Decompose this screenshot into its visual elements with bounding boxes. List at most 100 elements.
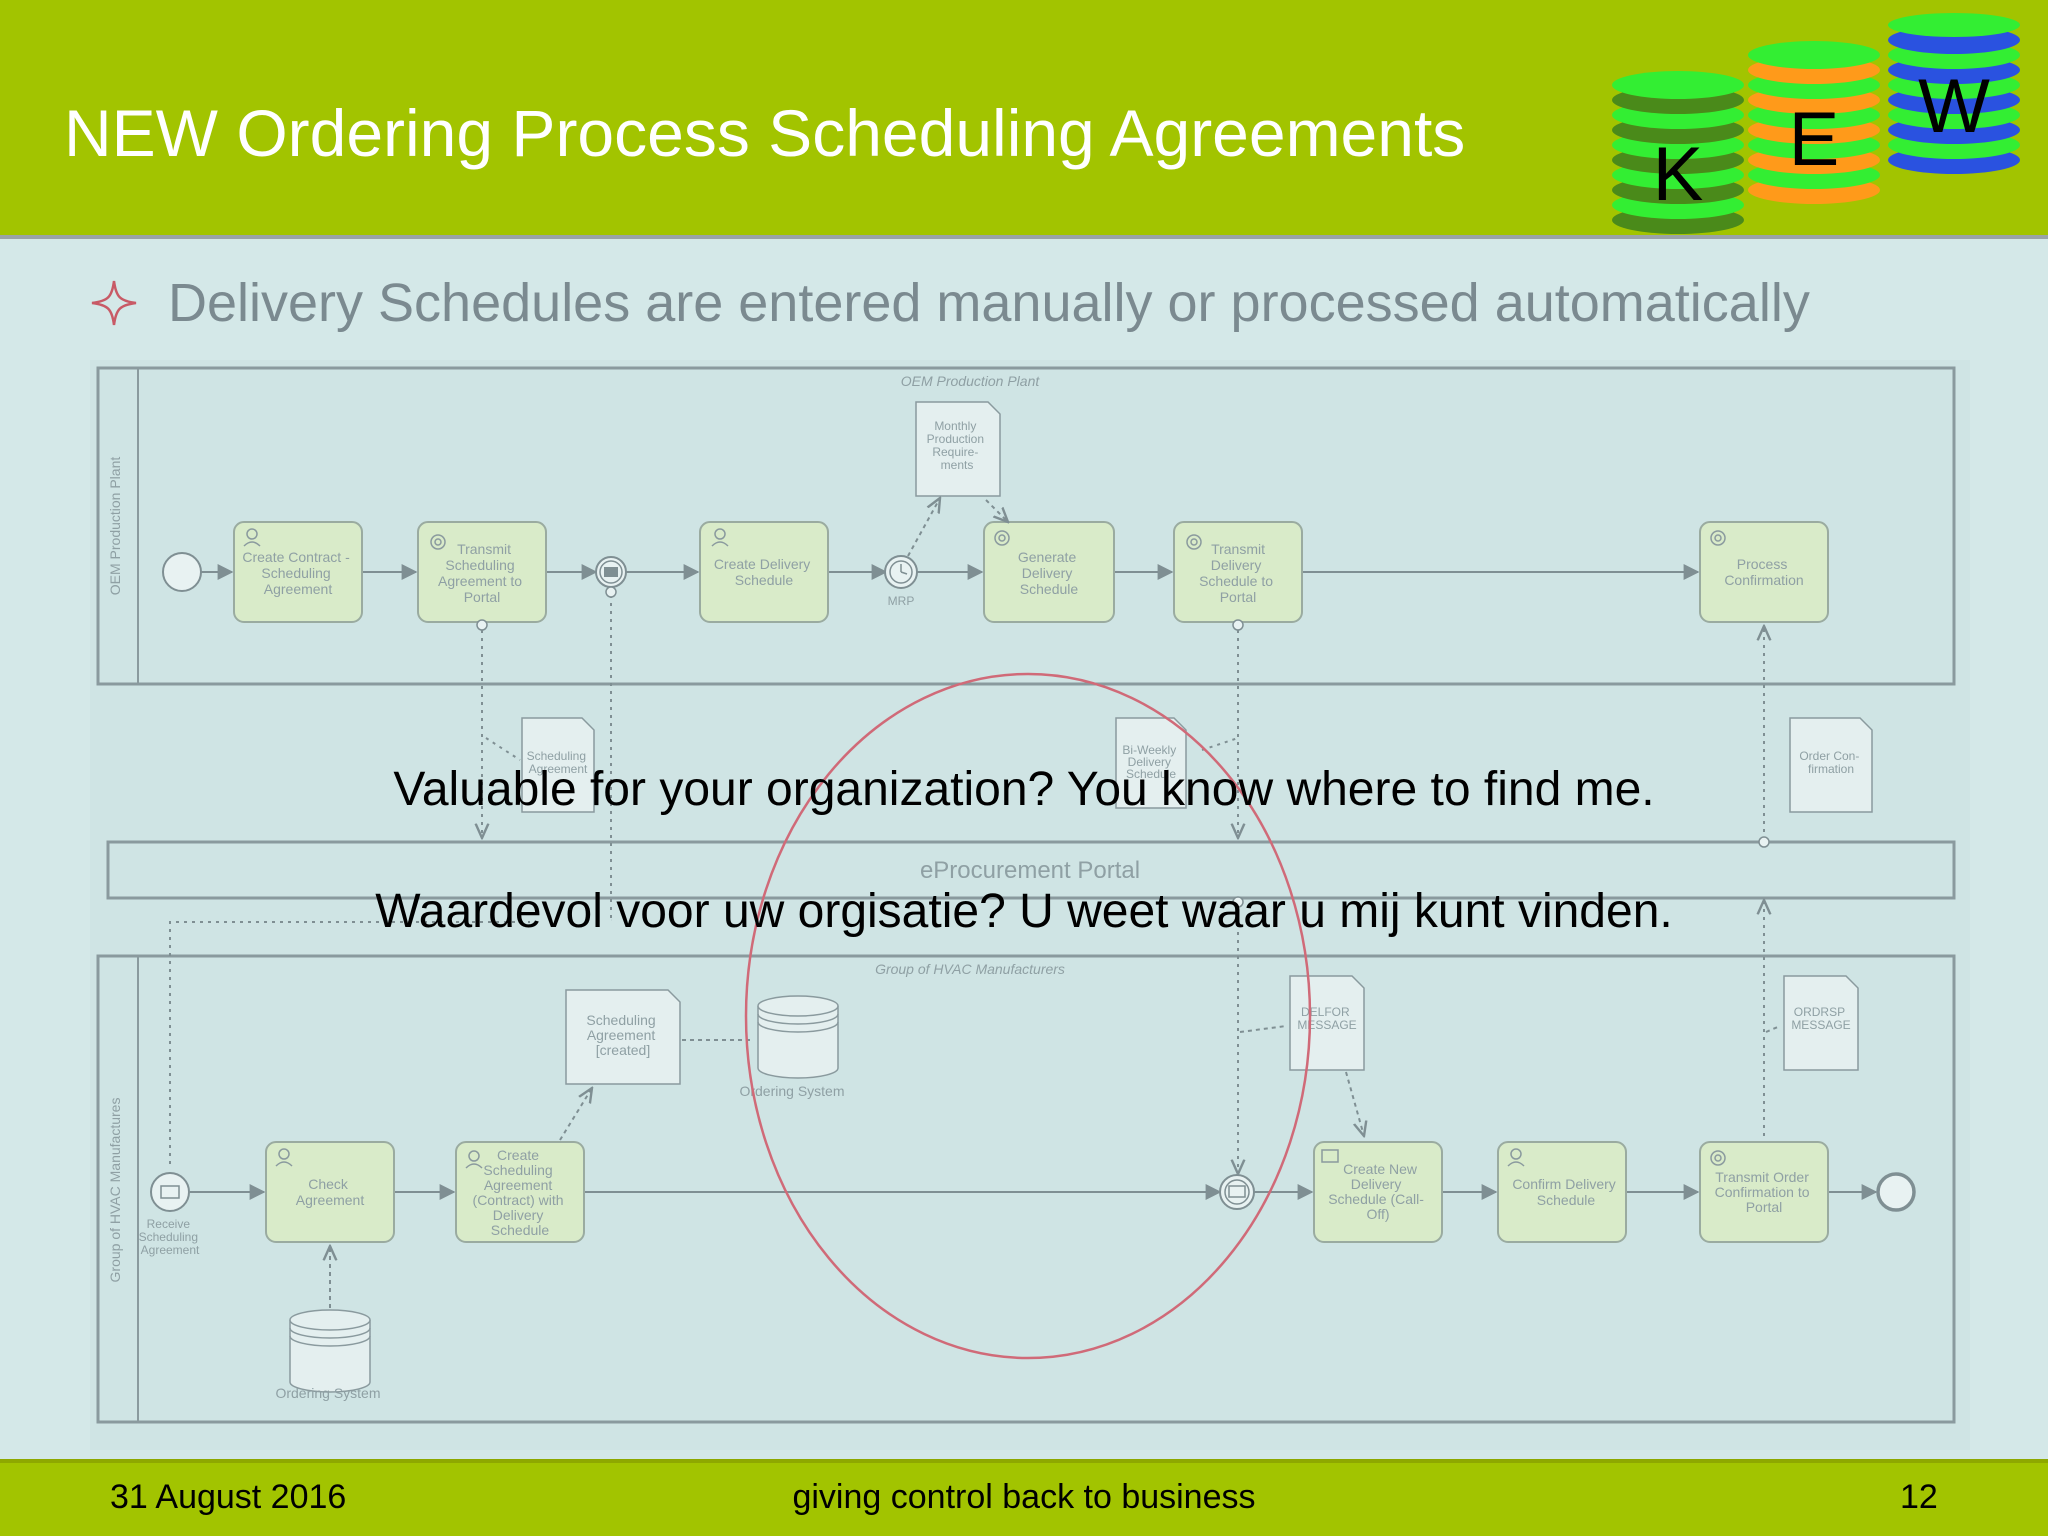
ordering-system-label-1: Ordering System xyxy=(739,1083,844,1099)
task-type-icons-bottom xyxy=(275,1148,1726,1169)
receive-label-line-3: Agreement xyxy=(141,1243,200,1257)
kew-logo: K E W xyxy=(1612,13,2020,234)
logo-letter-w: W xyxy=(1918,64,1990,149)
message-flow-endpoints xyxy=(476,586,1770,1184)
doc-biweekly-line-2: Delivery xyxy=(1128,755,1171,769)
svg-text:Scheduling Agreement: Scheduling Agreement [created] xyxy=(586,1012,659,1058)
doc-monthly-line-3: Require- xyxy=(932,445,978,459)
mrp-label: MRP xyxy=(888,594,915,608)
svg-text:Order Con- firmation: Order Con- firmation xyxy=(1799,749,1862,776)
task-create-sa-contract-line-3: Agreement xyxy=(484,1177,553,1193)
pool-hvac-side-label: Group of HVAC Manufactures xyxy=(107,1098,123,1283)
highlight-circle xyxy=(744,672,1312,1360)
task-create-sa-contract-line-1: Create xyxy=(497,1147,539,1163)
svg-text:DELFOR MESSAGE: DELFOR MESSAGE xyxy=(1297,1005,1356,1032)
header-divider xyxy=(0,235,2048,239)
svg-text:Receive Scheduling: Receive Scheduling Agreement xyxy=(139,1217,202,1257)
task-transmit-delivery-line-2: Delivery xyxy=(1211,557,1262,573)
pool-hvac-label: Group of HVAC Manufacturers xyxy=(875,961,1065,977)
task-type-icons xyxy=(243,528,1726,550)
svg-text:Create New Delivery: Create New Delivery Schedule (Call- Off) xyxy=(1328,1161,1428,1222)
doc-monthly-line-1: Monthly xyxy=(934,419,976,433)
task-check-agreement: Check Agreement xyxy=(265,1141,395,1243)
doc-sa-created-line-3: [created] xyxy=(596,1042,650,1058)
task-transmit-sa-line-1: Transmit xyxy=(457,541,511,557)
task-create-contract-line-3: Agreement xyxy=(264,581,333,597)
task-process-confirmation-line-2: Confirmation xyxy=(1724,572,1803,588)
task-create-new-delivery: Create New Delivery Schedule (Call- Off) xyxy=(1313,1141,1443,1243)
task-transmit-order-line-3: Portal xyxy=(1746,1199,1783,1215)
bpmn-diagram: OEM Production Plant OEM Production Plan… xyxy=(90,360,1970,1450)
task-create-delivery-line-2: Schedule xyxy=(735,572,794,588)
doc-sa-created-line-2: Agreement xyxy=(587,1027,656,1043)
task-create-new-delivery-line-3: Schedule (Call- xyxy=(1328,1191,1424,1207)
message-event-bottom xyxy=(1219,1174,1255,1210)
logo-stack-e xyxy=(1748,41,1880,204)
svg-text:Transmit Order Confirmat: Transmit Order Confirmation to Portal xyxy=(1715,1169,1814,1215)
end-event xyxy=(1876,1172,1916,1212)
receive-label-line-1: Receive xyxy=(147,1217,191,1231)
task-create-contract-line-2: Scheduling xyxy=(261,565,330,581)
pool-hvac: Group of HVAC Manufactures Group of HVAC… xyxy=(96,954,1956,1424)
doc-scheduling-agreement-line-2: Agreement xyxy=(529,762,588,776)
svg-text:Monthly Production: Monthly Production Require- ments xyxy=(927,419,988,472)
task-create-sa-contract-line-2: Scheduling xyxy=(483,1162,552,1178)
ordering-system-label-2: Ordering System xyxy=(275,1385,380,1401)
svg-text:Scheduling Agreement: Scheduling Agreement xyxy=(527,749,590,776)
doc-delfor-line-2: MESSAGE xyxy=(1297,1018,1356,1032)
lane-portal: eProcurement Portal xyxy=(106,840,1956,900)
task-create-sa-contract: Create Scheduling Agreement (Contract) w… xyxy=(455,1141,585,1243)
task-create-sa-contract-line-4: (Contract) with xyxy=(473,1192,564,1208)
bullet-point: Delivery Schedules are entered manually … xyxy=(90,268,1810,338)
task-create-contract: Create Contract - Scheduling Agreement xyxy=(233,521,363,623)
footer-bar xyxy=(0,1459,2048,1536)
task-create-new-delivery-line-1: Create New xyxy=(1343,1161,1418,1177)
svg-text:Create Delivery Schedule: Create Delivery Schedule xyxy=(714,556,814,588)
task-confirm-delivery-line-2: Schedule xyxy=(1537,1192,1596,1208)
svg-text:Generate Delivery: Generate Delivery Schedule xyxy=(1018,549,1080,597)
doc-monthly-line-4: ments xyxy=(941,458,974,472)
svg-text:Process Confirmation: Process Confirmation xyxy=(1724,556,1803,588)
svg-text:ORDRSP MESSAGE: ORDRSP MESSAGE xyxy=(1791,1005,1850,1032)
ordering-system-db-1: Ordering System xyxy=(739,995,845,1099)
task-create-contract-line-1: Create Contract - xyxy=(242,549,350,565)
logo-letter-k: K xyxy=(1653,132,1704,217)
task-transmit-sa-line-3: Agreement to xyxy=(438,573,522,589)
task-generate-delivery: Generate Delivery Schedule xyxy=(983,521,1115,623)
data-associations-top xyxy=(907,498,1008,557)
footer-divider xyxy=(0,1459,2048,1463)
doc-delfor-line-1: DELFOR xyxy=(1301,1005,1350,1019)
logo-letter-e: E xyxy=(1789,97,1840,182)
doc-ordrsp-line-1: ORDRSP xyxy=(1794,1005,1845,1019)
doc-scheduling-agreement-line-1: Scheduling xyxy=(527,749,586,763)
doc-biweekly: Bi-Weekly Delivery Schedule xyxy=(1115,717,1187,809)
receive-label-line-2: Scheduling xyxy=(139,1230,198,1244)
svg-text:Create Contract - Schedu: Create Contract - Scheduling Agreement xyxy=(242,549,353,597)
doc-order-confirmation: Order Con- firmation xyxy=(1789,717,1873,813)
task-transmit-delivery-line-4: Portal xyxy=(1220,589,1257,605)
doc-biweekly-line-1: Bi-Weekly xyxy=(1122,743,1176,757)
pool-oem-label: OEM Production Plant xyxy=(901,373,1041,389)
svg-text:Confirm Delivery Schedul: Confirm Delivery Schedule xyxy=(1512,1176,1619,1208)
doc-delfor: DELFOR MESSAGE xyxy=(1289,975,1365,1071)
doc-ordrsp-line-2: MESSAGE xyxy=(1791,1018,1850,1032)
logo-stack-w xyxy=(1888,13,2020,174)
task-generate-delivery-line-2: Delivery xyxy=(1022,565,1073,581)
task-create-sa-contract-line-6: Schedule xyxy=(491,1222,550,1238)
footer-page-number: 12 xyxy=(1900,1478,1938,1516)
task-process-confirmation: Process Confirmation xyxy=(1699,521,1829,623)
task-transmit-order: Transmit Order Confirmation to Portal xyxy=(1699,1141,1829,1243)
doc-ordrsp: ORDRSP MESSAGE xyxy=(1783,975,1859,1071)
task-transmit-order-line-1: Transmit Order xyxy=(1715,1169,1809,1185)
star-bullet-icon xyxy=(91,280,137,326)
pool-oem-side-label: OEM Production Plant xyxy=(107,457,123,596)
footer-date: 31 August 2016 xyxy=(110,1478,347,1516)
bullet-text: Delivery Schedules are entered manually … xyxy=(168,273,1810,333)
svg-text:Transmit Delivery: Transmit Delivery Schedule to Portal xyxy=(1199,541,1277,605)
doc-biweekly-line-3: Schedule xyxy=(1126,767,1176,781)
lane-portal-label: eProcurement Portal xyxy=(920,857,1140,884)
task-create-sa-contract-line-5: Delivery xyxy=(493,1207,544,1223)
timer-event-mrp: MRP xyxy=(884,555,918,608)
svg-text:Create Scheduling: Create Scheduling Agreement (Contract) w… xyxy=(473,1147,568,1238)
svg-text:Transmit Scheduling: Transmit Scheduling Agreement to Portal xyxy=(438,541,526,605)
